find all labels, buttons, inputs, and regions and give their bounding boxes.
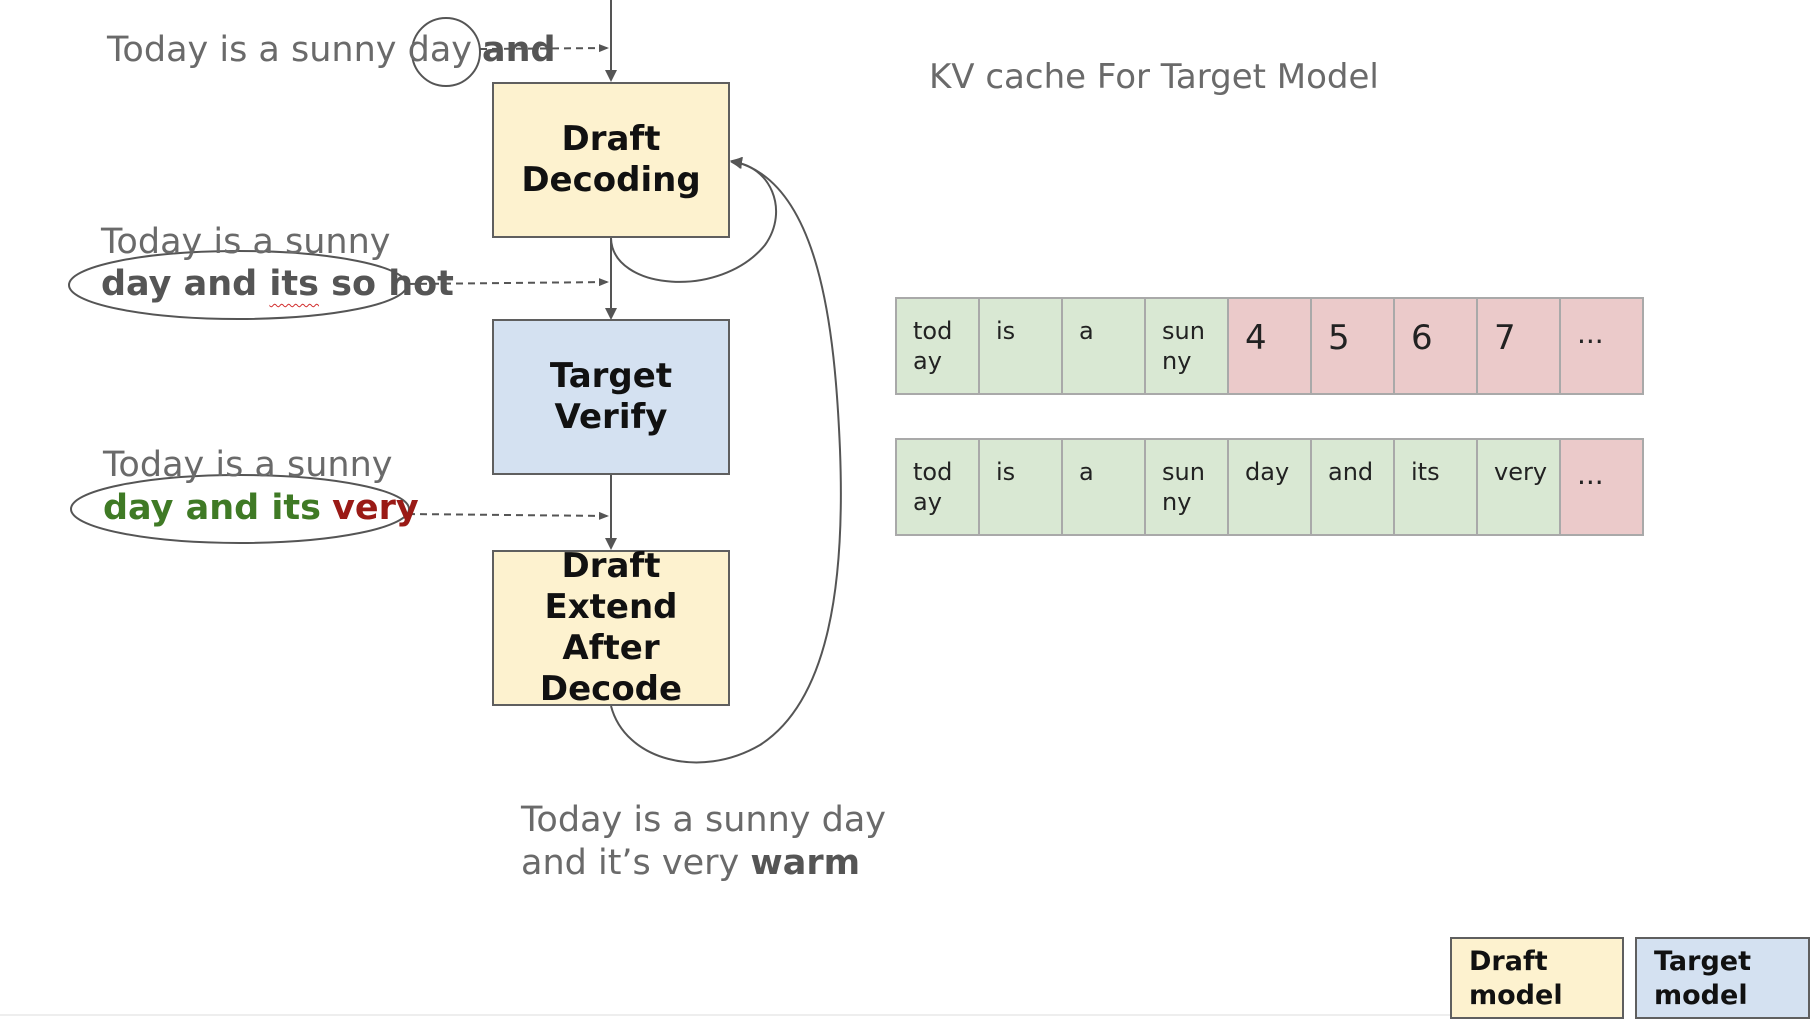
kv-cell: a [1061,297,1146,395]
draft-token-hot: hot [388,264,454,304]
dashed-arrow-3 [407,511,609,520]
kv-cell: 4 [1227,297,1312,395]
draft-extend-box: Draft Extend After Decode [492,546,730,709]
legend-target-model: Target model [1635,937,1810,1019]
result-bold-token: warm [750,843,861,883]
kv-cell: day [1227,438,1312,536]
verified-tokens-ellipse [70,474,410,544]
kv-cell: sun ny [1144,297,1229,395]
annotation-2-line1: Today is a sunny [101,222,391,262]
kv-cell: is [978,438,1063,536]
kv-cell: ... [1559,297,1644,395]
kv-cell: a [1061,438,1146,536]
result-line2: and it’s very warm [521,843,860,883]
dashed-arrow-2 [407,278,609,287]
kv-cell: very [1476,438,1561,536]
kv-cell: ... [1559,438,1644,536]
kv-cell: 7 [1476,297,1561,395]
target-verify-box: Target Verify [492,319,730,475]
annotation-1-token: and [482,30,556,70]
result-line1: Today is a sunny day [521,800,887,840]
annotation-dashed-arrows [407,44,609,520]
draft-token-so: so [331,264,377,304]
draft-self-loop [610,156,777,283]
annotation-ellipses [68,17,481,544]
kv-cell: tod ay [895,438,980,536]
main-flow-arrows [605,0,842,764]
result-line2-prefix: and it’s very [521,843,740,883]
kv-cell: sun ny [1144,438,1229,536]
draft-token-day: day [101,264,172,304]
annotation-3-line1: Today is a sunny [103,445,393,485]
kv-cache-title: KV cache For Target Model [929,57,1379,97]
draft-token-its: its [269,264,319,304]
dashed-arrow-1 [479,44,609,53]
annotation-2-line2: day and its so hot [101,264,454,304]
kv-cell: 5 [1310,297,1395,395]
corrected-token: very [332,488,419,528]
kv-cell: tod ay [895,297,980,395]
draft-decoding-box: Draft Decoding [492,82,730,238]
and-token-circle [411,17,481,87]
annotation-3-line2: day and its very [103,488,419,528]
draft-token-and: and [183,264,258,304]
kv-cell: and [1310,438,1395,536]
legend-draft-model: Draft model [1450,937,1624,1019]
annotation-1-prefix: Today is a sunny day [107,30,473,70]
extend-back-loop [610,157,842,764]
kv-cell: is [978,297,1063,395]
kv-cell: its [1393,438,1478,536]
kv-cell: 6 [1393,297,1478,395]
accepted-tokens: day and its [103,488,321,528]
draft-decoding-label: Draft Decoding [521,119,701,200]
draft-extend-label: Draft Extend After Decode [539,546,683,709]
target-verify-label: Target Verify [549,356,673,437]
draft-tokens-ellipse [68,250,408,320]
